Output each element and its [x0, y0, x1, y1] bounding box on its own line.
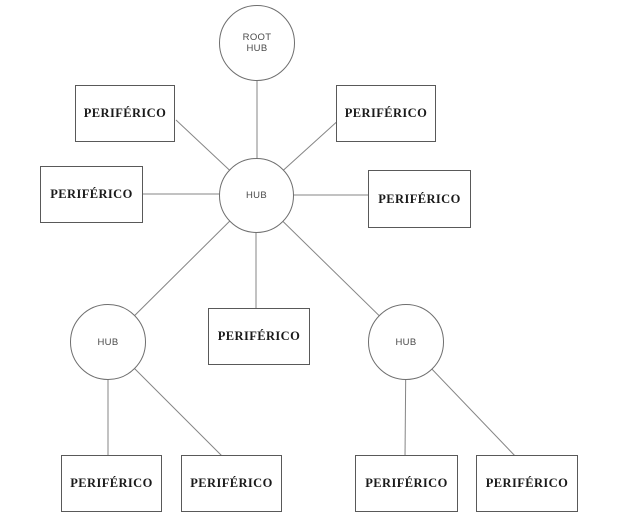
left-hub-label: HUB: [97, 336, 119, 348]
peripheral-label: PERIFÉRICO: [190, 476, 273, 490]
node-peripheral-lower-right-2: PERIFÉRICO: [476, 455, 578, 512]
node-peripheral-middle-right: PERIFÉRICO: [368, 170, 471, 228]
node-peripheral-middle-left: PERIFÉRICO: [40, 166, 143, 223]
root-hub-label-line1: ROOT: [242, 32, 272, 43]
node-peripheral-top-right: PERIFÉRICO: [336, 85, 436, 142]
peripheral-label: PERIFÉRICO: [83, 106, 167, 120]
peripheral-label: PERIFÉRICO: [50, 187, 133, 201]
peripheral-label: PERIFÉRICO: [217, 329, 301, 343]
peripheral-label: PERIFÉRICO: [485, 476, 569, 490]
node-peripheral-lower-left-2: PERIFÉRICO: [181, 455, 282, 512]
node-right-hub: HUB: [368, 304, 444, 380]
node-peripheral-lower-left-1: PERIFÉRICO: [61, 455, 162, 512]
right-hub-label: HUB: [395, 336, 417, 348]
root-hub-label-line2: HUB: [246, 43, 268, 54]
node-peripheral-lower-right-1: PERIFÉRICO: [355, 455, 458, 512]
node-central-hub: HUB: [219, 158, 294, 233]
node-root-hub: ROOT HUB: [219, 5, 295, 81]
peripheral-label: PERIFÉRICO: [344, 106, 428, 120]
node-left-hub: HUB: [70, 304, 146, 380]
node-peripheral-bottom-center: PERIFÉRICO: [208, 308, 310, 365]
root-hub-label: ROOT HUB: [243, 32, 272, 54]
peripheral-label: PERIFÉRICO: [378, 191, 461, 206]
peripheral-label: PERIFÉRICO: [70, 476, 153, 490]
central-hub-label: HUB: [246, 190, 267, 201]
peripheral-label: PERIFÉRICO: [365, 476, 448, 490]
node-peripheral-top-left: PERIFÉRICO: [75, 85, 175, 142]
